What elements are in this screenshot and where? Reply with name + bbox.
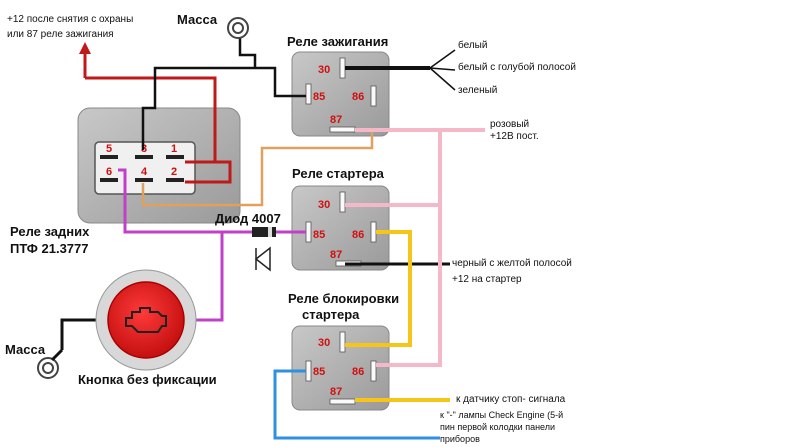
ign-87-blade — [329, 126, 356, 133]
top-note-line2: или 87 реле зажигания — [7, 29, 114, 40]
check-engine-line3: приборов — [440, 434, 480, 444]
fog-pin-6: 6 — [106, 166, 112, 178]
block-relay-title: Реле блокировки — [288, 291, 400, 306]
wire-green-label: зеленый — [458, 85, 498, 96]
massa-left-label: Масса — [5, 342, 46, 357]
blue-wire — [273, 369, 440, 440]
fog-pin-2-blade — [166, 178, 184, 182]
wire-pink-sub-label: +12В пост. — [490, 131, 539, 142]
bl-pin-87: 87 — [330, 386, 342, 398]
massa-top-ring — [227, 17, 249, 39]
st-85-blade — [305, 221, 312, 243]
fog-pin-6-blade — [100, 178, 118, 182]
fog-relay-title: Реле задних — [10, 224, 90, 239]
fog-pin-4: 4 — [141, 166, 148, 178]
bl-pin-30: 30 — [318, 337, 330, 349]
st-pin-85: 85 — [313, 229, 325, 241]
wire-black-yellow-label: черный с желтой полосой — [452, 258, 572, 269]
check-engine-line1: к "-" лампы Check Engine (5-й — [440, 410, 564, 420]
check-engine-line2: пин первой колодки панели — [440, 422, 556, 432]
ign-pin-85: 85 — [313, 91, 325, 103]
bl-pin-86: 86 — [352, 366, 364, 378]
fog-pin-1: 1 — [171, 143, 177, 155]
button-label: Кнопка без фиксации — [78, 372, 217, 387]
orange-wire — [141, 132, 374, 207]
st-pin-86: 86 — [352, 229, 364, 241]
ignition-relay-title: Реле зажигания — [287, 34, 389, 49]
fog-pin-5: 5 — [106, 143, 112, 155]
button-check-engine[interactable] — [95, 269, 197, 371]
ign-pin-86: 86 — [352, 91, 364, 103]
black-wires — [60, 38, 456, 350]
ignition-relay-body — [291, 51, 390, 137]
fog-pin-1-blade — [166, 155, 184, 159]
fog-pin-3-blade — [135, 155, 153, 159]
fog-relay-model: ПТФ 21.3777 — [10, 241, 89, 256]
ign-pin-87: 87 — [330, 114, 342, 126]
bl-86-blade — [370, 360, 377, 382]
starter-relay-title: Реле стартера — [292, 166, 384, 181]
st-pin-87: 87 — [330, 249, 342, 261]
wire-white-blue-label: белый с голубой полосой — [458, 62, 576, 73]
fog-pin-4-blade — [135, 178, 153, 182]
st-pin-30: 30 — [318, 199, 330, 211]
block-relay-subtitle: стартера — [302, 307, 360, 322]
bl-30-blade — [339, 331, 346, 353]
ign-86-blade — [370, 85, 377, 107]
ign-30-blade — [339, 57, 346, 79]
fog-pin-5-blade — [100, 155, 118, 159]
pink-wires — [345, 128, 485, 367]
purple-wires — [118, 168, 306, 322]
diode-label: Диод 4007 — [215, 211, 281, 226]
bl-pin-85: 85 — [313, 366, 325, 378]
wire-white-label: белый — [458, 40, 488, 51]
st-30-blade — [339, 191, 346, 213]
yellow-wires — [345, 230, 450, 402]
ign-pin-30: 30 — [318, 64, 330, 76]
massa-left-ring — [37, 357, 59, 379]
ign-85-blade — [305, 83, 312, 105]
massa-top-label: Масса — [177, 12, 218, 27]
bl-85-blade — [305, 360, 312, 382]
wire-pink-label: розовый — [490, 119, 530, 130]
bl-87-blade — [329, 398, 356, 405]
top-note-line1: +12 после снятия с охраны — [7, 14, 134, 25]
engine-icon — [125, 307, 167, 333]
st-86-blade — [370, 221, 377, 243]
fog-pin-2: 2 — [171, 166, 177, 178]
stop-signal-label: к датчику стоп- сигнала — [456, 394, 566, 405]
wire-starter-label: +12 на стартер — [452, 274, 522, 285]
diode-symbol — [252, 227, 276, 272]
red-wires — [79, 42, 232, 184]
